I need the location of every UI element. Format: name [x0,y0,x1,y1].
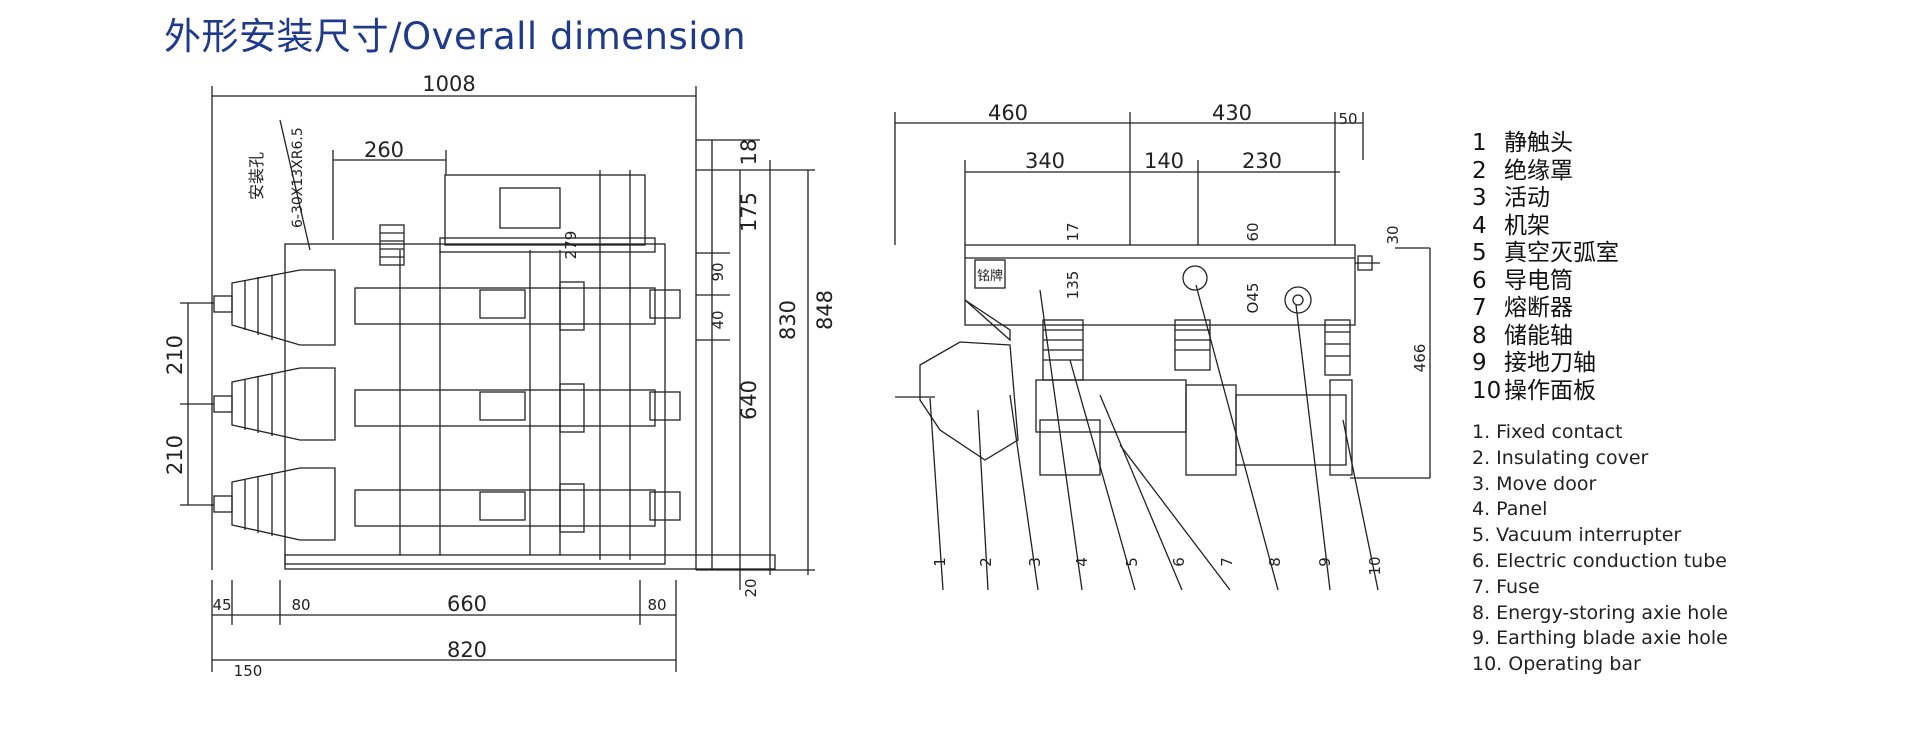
dim-830: 830 [776,300,800,340]
callout-2: 2 [977,557,995,567]
dim-150: 150 [234,662,263,680]
dim-848: 848 [813,290,837,330]
legend-en-item: 4. Panel [1472,498,1548,521]
legend-en-item: 10. Operating bar [1472,653,1641,676]
side-view: 460 430 50 340 140 230 铭牌 [894,101,1431,591]
dim-340: 340 [1025,149,1065,173]
callout-1: 1 [931,557,949,567]
dim-210-lower: 210 [163,435,187,475]
legend-en-item: 1. Fixed contact [1472,421,1623,443]
mount-hole-spec: 6-30X13XR6.5 [290,127,306,228]
legend-en-item: 8. Energy-storing axie hole [1472,601,1728,624]
dim-80-right: 80 [647,596,666,614]
dim-1008: 1008 [422,72,475,96]
legend-en-item: 2. Insulating cover [1472,446,1649,469]
dim-90: 90 [709,262,727,281]
nameplate-label: 铭牌 [977,268,1003,284]
callout-4: 4 [1073,557,1091,567]
phase-2 [213,367,681,441]
dim-60: 60 [1244,222,1262,241]
dim-430: 430 [1212,101,1252,125]
legend-en-item: 5. Vacuum interrupter [1472,524,1682,547]
dim-135: 135 [1064,271,1082,300]
callout-5: 5 [1123,557,1141,567]
dim-820: 820 [447,638,487,662]
dim-230: 230 [1242,149,1282,173]
dim-640: 640 [737,380,761,420]
page-title: 外形安装尺寸/Overall dimension [164,15,747,58]
callout-3: 3 [1026,557,1044,567]
dim-460: 460 [988,101,1028,125]
dim-45: 45 [212,596,231,614]
dim-30: 30 [1384,225,1402,244]
legend-en-item: 6. Electric conduction tube [1472,549,1727,572]
dim-175: 175 [737,192,761,232]
callout-8: 8 [1266,557,1284,567]
dim-140: 140 [1144,149,1184,173]
legend-en-item: 9. Earthing blade axie hole [1472,627,1728,650]
dim-279: 279 [562,231,580,260]
dim-40: 40 [709,310,727,329]
dim-20: 20 [742,578,760,597]
callout-leaders [929,284,1379,591]
callout-7: 7 [1218,557,1236,567]
dim-210-upper: 210 [163,335,187,375]
dim-50: 50 [1338,110,1357,128]
callout-10: 10 [1366,556,1384,575]
callout-6: 6 [1170,557,1188,567]
phase-3 [213,467,681,541]
callout-9: 9 [1316,557,1334,567]
dim-466: 466 [1411,344,1429,373]
callout-numbers: 1 2 3 4 5 6 7 8 9 10 [931,556,1384,575]
dim-17: 17 [1064,222,1082,241]
dim-o45: O45 [1244,283,1262,314]
mount-hole-label: 安装孔 [247,152,266,200]
dim-80-left: 80 [291,596,310,614]
phase-1 [213,269,681,346]
legend-en-item: 3. Move door [1472,472,1597,495]
dim-260: 260 [364,138,404,162]
front-view: 1008 260 安装孔 6-30X13XR6.5 [163,72,837,680]
dim-18: 18 [737,139,761,166]
dim-660: 660 [447,592,487,616]
legend-english: 1. Fixed contact 2. Insulating cover 3. … [1472,420,1728,678]
legend-en-item: 7. Fuse [1472,575,1540,598]
